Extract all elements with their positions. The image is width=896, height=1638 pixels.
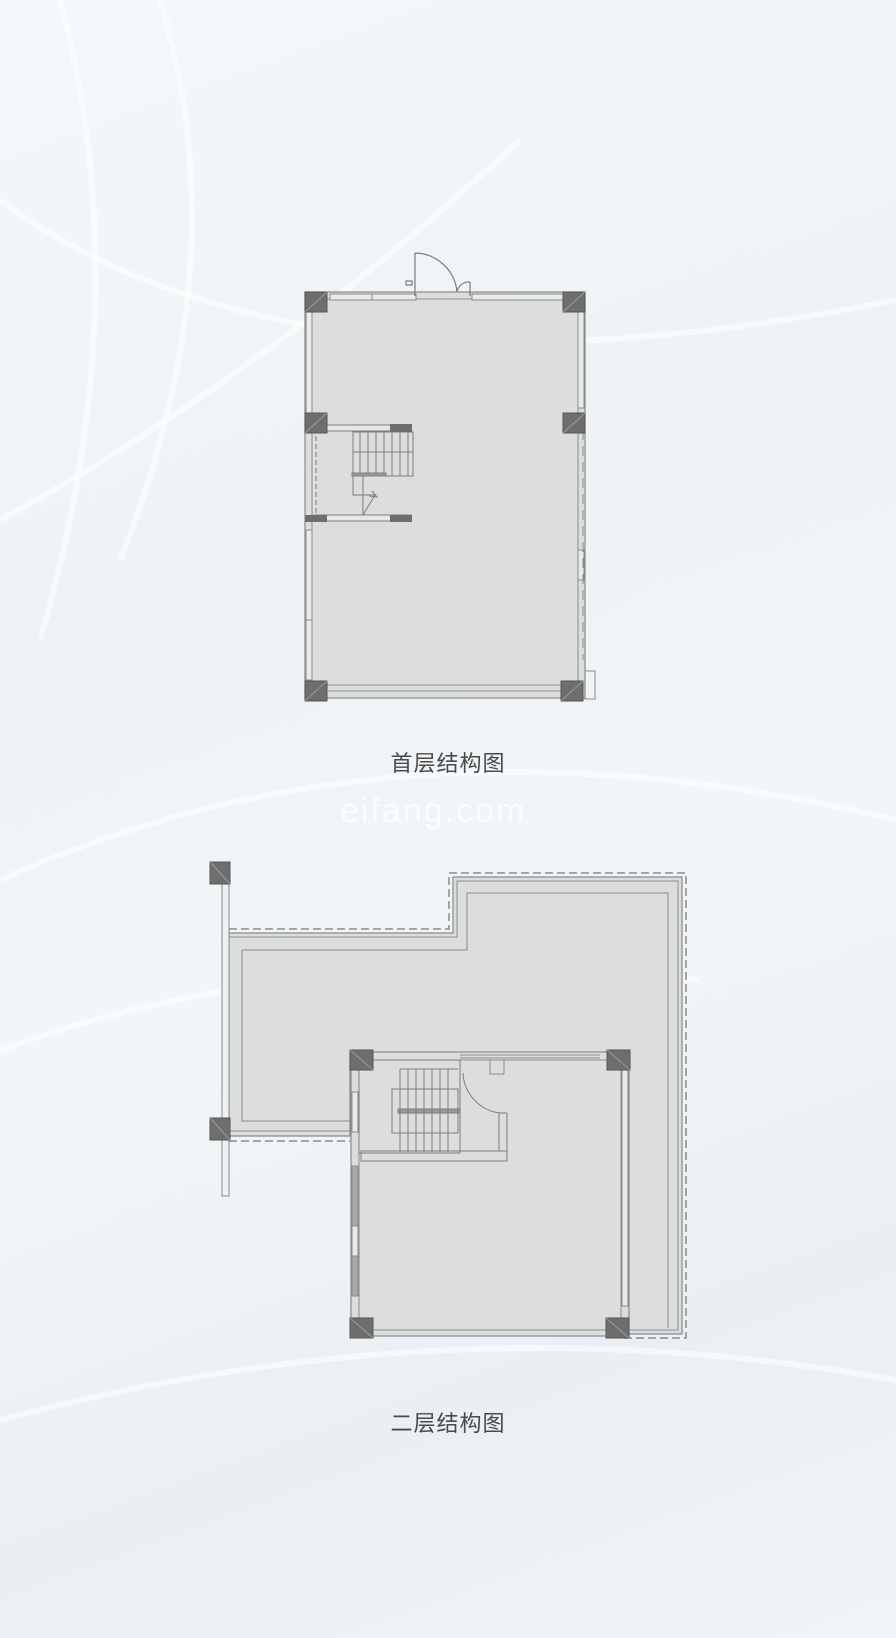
watermark: eifang.com (340, 792, 527, 830)
first-floor-columns (304, 291, 586, 702)
column-icon (304, 412, 328, 434)
column-icon (209, 861, 231, 885)
second-floor-columns (209, 861, 631, 1339)
terrace-outline (229, 872, 687, 1339)
second-floor-stair-icon (358, 1059, 508, 1162)
balcony-rail (221, 873, 230, 1197)
first-floor-caption: 首层结构图 (390, 752, 506, 777)
column-icon (349, 1317, 374, 1339)
column-icon (305, 515, 327, 522)
column-icon (562, 291, 586, 313)
column-icon (304, 291, 328, 313)
column-icon (209, 1117, 231, 1141)
column-icon (560, 680, 584, 702)
entrance-door-icon (405, 252, 471, 296)
second-floor-slab (350, 1051, 630, 1337)
first-floor-plan (304, 252, 596, 702)
second-floor-caption: 二层结构图 (390, 1412, 506, 1437)
column-icon (304, 680, 328, 702)
column-icon (605, 1317, 630, 1339)
column-icon (390, 515, 412, 522)
first-floor-slab (304, 291, 586, 699)
column-icon (349, 1049, 374, 1071)
column-icon (390, 424, 412, 432)
column-icon (562, 412, 586, 434)
column-icon (606, 1049, 631, 1071)
